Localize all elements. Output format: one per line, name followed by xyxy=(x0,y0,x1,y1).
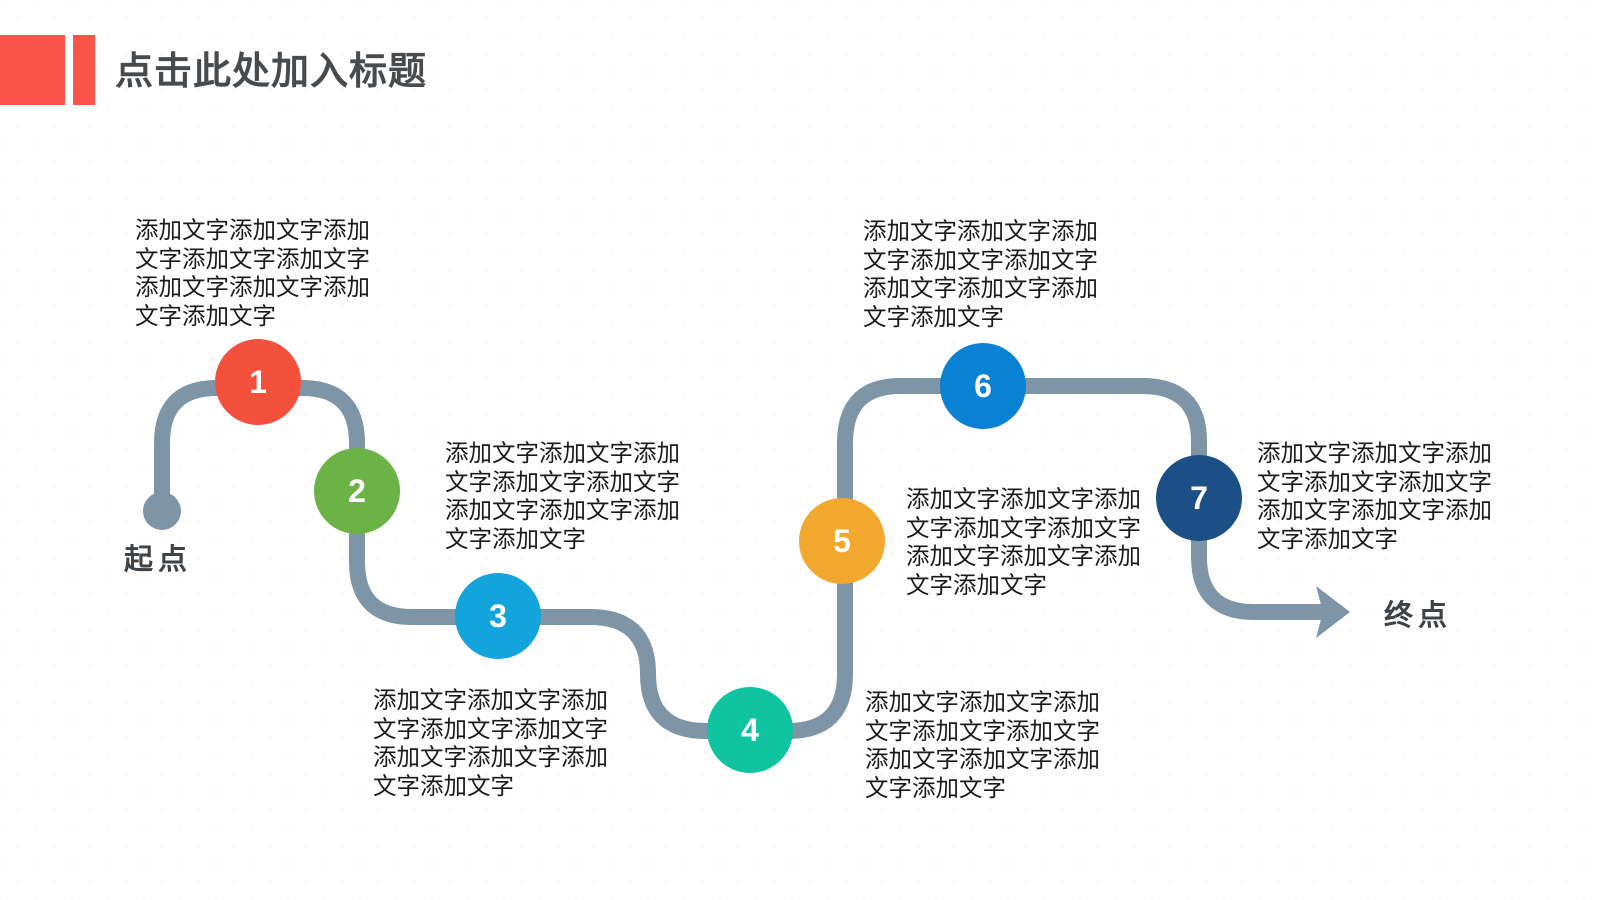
step-circle-7: 7 xyxy=(1156,455,1242,541)
start-label: 起点 xyxy=(124,544,193,576)
step-number-4: 4 xyxy=(741,712,759,748)
step-number-6: 6 xyxy=(974,368,992,404)
step-3-description[interactable]: 添加文字添加文字添加 文字添加文字添加文字 添加文字添加文字添加 文字添加文字 xyxy=(373,687,608,799)
step-circle-2: 2 xyxy=(314,448,400,534)
step-circle-6: 6 xyxy=(940,343,1026,429)
title-accent-block xyxy=(0,35,65,105)
start-dot xyxy=(143,492,181,530)
step-1-description[interactable]: 添加文字添加文字添加 文字添加文字添加文字 添加文字添加文字添加 文字添加文字 xyxy=(135,217,370,329)
step-4-description[interactable]: 添加文字添加文字添加 文字添加文字添加文字 添加文字添加文字添加 文字添加文字 xyxy=(865,689,1100,801)
roadmap-path xyxy=(154,378,1326,739)
step-number-5: 5 xyxy=(833,523,851,559)
step-number-7: 7 xyxy=(1190,480,1208,516)
step-circle-1: 1 xyxy=(215,339,301,425)
step-6-description[interactable]: 添加文字添加文字添加 文字添加文字添加文字 添加文字添加文字添加 文字添加文字 xyxy=(863,218,1098,330)
arrow-head-icon xyxy=(1316,586,1350,638)
step-number-2: 2 xyxy=(348,473,366,509)
step-circle-3: 3 xyxy=(455,573,541,659)
step-circle-5: 5 xyxy=(799,498,885,584)
title-accent-bar xyxy=(73,35,95,105)
page-title[interactable]: 点击此处加入标题 xyxy=(115,51,428,93)
step-number-1: 1 xyxy=(249,364,267,400)
step-7-description[interactable]: 添加文字添加文字添加 文字添加文字添加文字 添加文字添加文字添加 文字添加文字 xyxy=(1257,440,1492,552)
step-circle-4: 4 xyxy=(707,687,793,773)
step-5-description[interactable]: 添加文字添加文字添加 文字添加文字添加文字 添加文字添加文字添加 文字添加文字 xyxy=(906,486,1141,598)
step-2-description[interactable]: 添加文字添加文字添加 文字添加文字添加文字 添加文字添加文字添加 文字添加文字 xyxy=(445,440,680,552)
step-number-3: 3 xyxy=(489,598,507,634)
end-label: 终点 xyxy=(1384,600,1453,632)
